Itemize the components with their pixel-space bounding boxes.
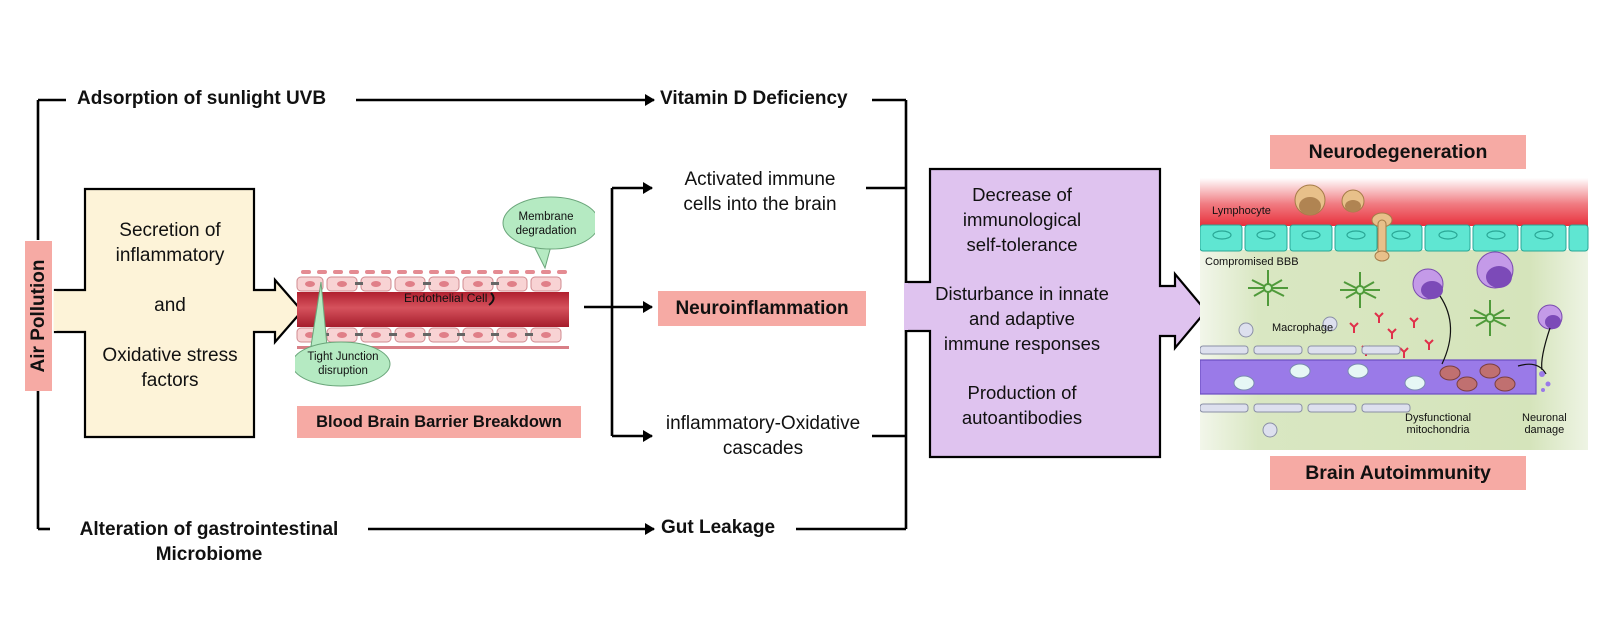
tight-line2: disruption [318, 365, 368, 377]
tight-junction-label: Tight Junction disruption [298, 350, 388, 378]
damage-arrows [1439, 295, 1551, 375]
gut-leakage-label: Gut Leakage [661, 517, 776, 538]
macrophage-label: Macrophage [1272, 322, 1334, 334]
blood-layer [1200, 178, 1588, 226]
endothelial-pointer-icon [488, 292, 495, 306]
microbiome-label: Alteration of gastrointestinal Microbiom… [54, 517, 364, 567]
cascade-line1: inflammatory-Oxidative [665, 413, 861, 434]
secretion-block-arrow [53, 187, 304, 439]
immune-block-arrow [904, 167, 1208, 459]
neuronal-line2: damage [1524, 424, 1565, 436]
immune-box-text: Decrease of immunological self-tolerance… [912, 182, 1132, 430]
air-pollution-label: Air Pollution [25, 241, 52, 391]
dysfunctional-line1: Dysfunctional [1405, 412, 1472, 424]
air-pollution-text: Air Pollution [27, 259, 49, 373]
immune-item1-line3: self-tolerance [966, 234, 1078, 255]
top-endothelial-cells [296, 276, 562, 292]
secretion-text: Secretion of inflammatory and Oxidative … [85, 218, 255, 393]
secretion-line5: factors [141, 370, 199, 391]
purple-cells [1412, 251, 1563, 330]
activated-line2: cells into the brain [683, 194, 837, 215]
neuroinflammation-label: Neuroinflammation [658, 291, 866, 326]
immune-item2-line3: immune responses [943, 333, 1101, 354]
microglia [1248, 270, 1510, 336]
cascade-line2: cascades [722, 438, 804, 459]
activated-line1: Activated immune [684, 169, 836, 190]
secretion-line3: and [154, 295, 186, 316]
microbiome-line1: Alteration of gastrointestinal [79, 519, 339, 540]
inflammatory-cascades-label: inflammatory-Oxidative cascades [648, 411, 878, 461]
membrane-bubble [502, 196, 595, 250]
immune-item2-line1: Disturbance in innate [935, 283, 1109, 304]
neuronal-debris [1539, 371, 1551, 392]
secretion-line1: Secretion of [119, 220, 221, 241]
microbiome-line2: Microbiome [155, 544, 263, 565]
dysfunctional-line2: mitochondria [1406, 424, 1470, 436]
immune-item3-line1: Production of [967, 382, 1077, 403]
membrane-dashes [301, 270, 567, 274]
immune-item1-line1: Decrease of [972, 184, 1072, 205]
endothelial-cell-label: Endothelial Cell [404, 291, 488, 305]
membrane-line2: degradation [515, 225, 577, 237]
bbb-vessel-illustration [295, 196, 595, 387]
neuronal-damage-label: Neuronal damage [1522, 412, 1567, 436]
immune-item1-line2: immunological [962, 209, 1082, 230]
vitamin-d-label: Vitamin D Deficiency [660, 88, 848, 109]
brain-autoimmunity-title: Brain Autoimmunity [1270, 456, 1526, 490]
bbb-breakdown-title: Blood Brain Barrier Breakdown [297, 406, 581, 438]
neuronal-line1: Neuronal [1522, 412, 1567, 424]
healthy-mitochondria [1233, 363, 1426, 391]
activated-immune-cells-label: Activated immune cells into the brain [656, 167, 864, 217]
membrane-line1: Membrane [518, 211, 574, 223]
brain-tissue-illustration [1200, 178, 1589, 450]
dysfunctional-mitochondria-label: Dysfunctional mitochondria [1405, 412, 1471, 436]
glial-cells [1200, 316, 1411, 438]
secretion-line4: Oxidative stress [102, 345, 238, 366]
tight-line1: Tight Junction [307, 351, 379, 363]
vessel-lumen [297, 292, 569, 327]
secretion-line2: inflammatory [115, 245, 225, 266]
lymphocytes [1294, 184, 1393, 262]
axon [1200, 359, 1537, 395]
dysfunctional-mitochondria [1439, 363, 1516, 392]
membrane-degradation-label: Membrane degradation [505, 210, 587, 238]
lymphocyte-label: Lymphocyte [1212, 205, 1271, 217]
tight-junction-bubble [295, 341, 391, 387]
immune-item3-line2: autoantibodies [961, 407, 1083, 428]
immune-item2-line2: and adaptive [969, 308, 1075, 329]
compromised-bbb-label: Compromised BBB [1205, 256, 1299, 268]
bbb-endothelial-cells [1200, 224, 1589, 252]
neurodegeneration-title: Neurodegeneration [1270, 135, 1526, 169]
uvb-label: Adsorption of sunlight UVB [73, 88, 331, 110]
